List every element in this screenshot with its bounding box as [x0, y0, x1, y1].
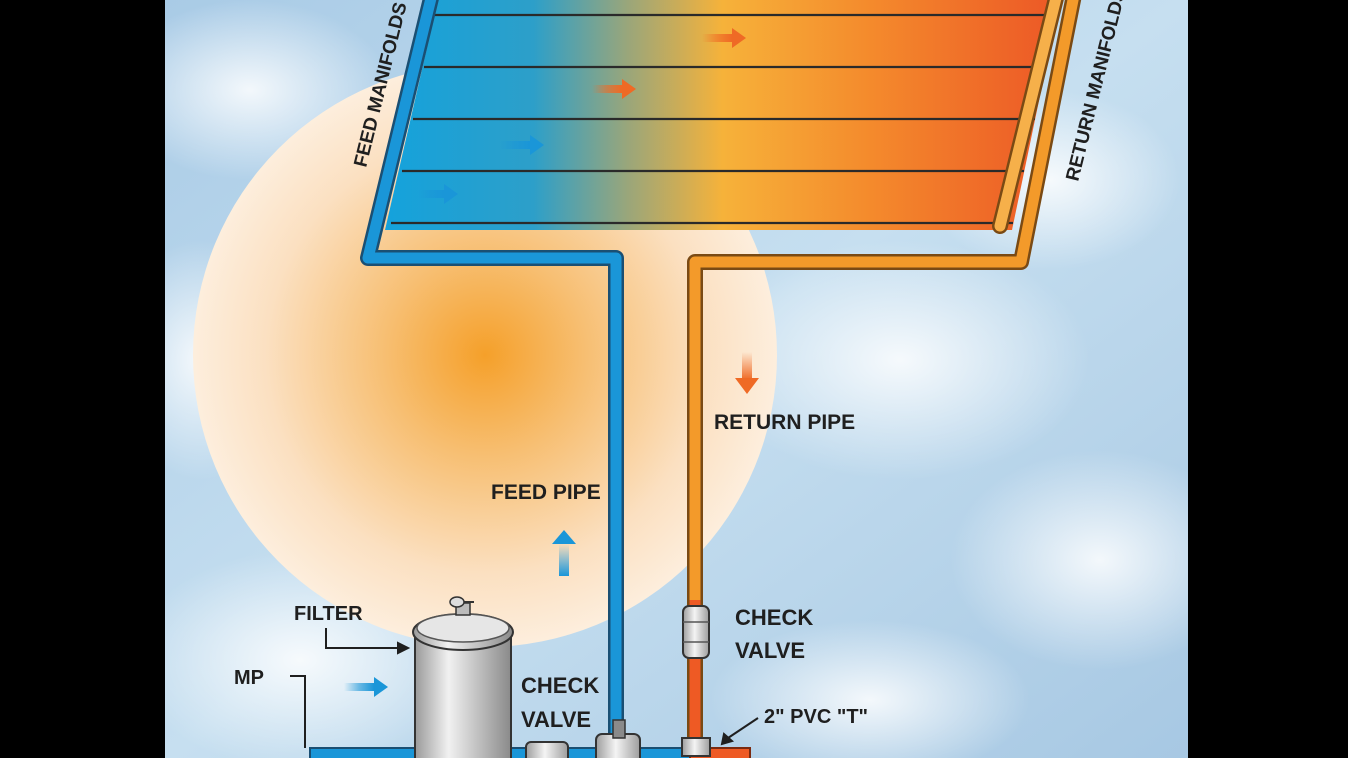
check-valve-lower-label-line2: VALVE	[521, 707, 591, 732]
up-arrow-icon	[552, 530, 576, 576]
leader-lines	[290, 628, 759, 748]
down-arrow-icon	[735, 352, 759, 394]
return-pipe-label: RETURN PIPE	[714, 411, 855, 434]
feed-pipe	[360, 0, 624, 753]
feed-pipe-label: FEED PIPE	[491, 481, 601, 504]
check-valve-lower-label-line1: CHECK	[521, 673, 599, 698]
flow-arrow-icon	[344, 677, 388, 697]
filter-label: FILTER	[294, 603, 363, 625]
flow-arrow-icon	[418, 28, 746, 204]
return-pipe	[687, 0, 1082, 753]
pvc-tee-label: 2" PVC "T"	[764, 706, 868, 728]
pvc-tee-fitting	[681, 737, 711, 757]
solar-panel	[385, 0, 1060, 230]
mp-label: MP	[234, 667, 264, 689]
check-valve-lower	[525, 719, 641, 758]
check-valve-upper	[682, 605, 710, 659]
check-valve-upper-label-line1: CHECK	[735, 605, 813, 630]
filter	[412, 596, 514, 758]
check-valve-upper-label-line2: VALVE	[735, 638, 805, 663]
